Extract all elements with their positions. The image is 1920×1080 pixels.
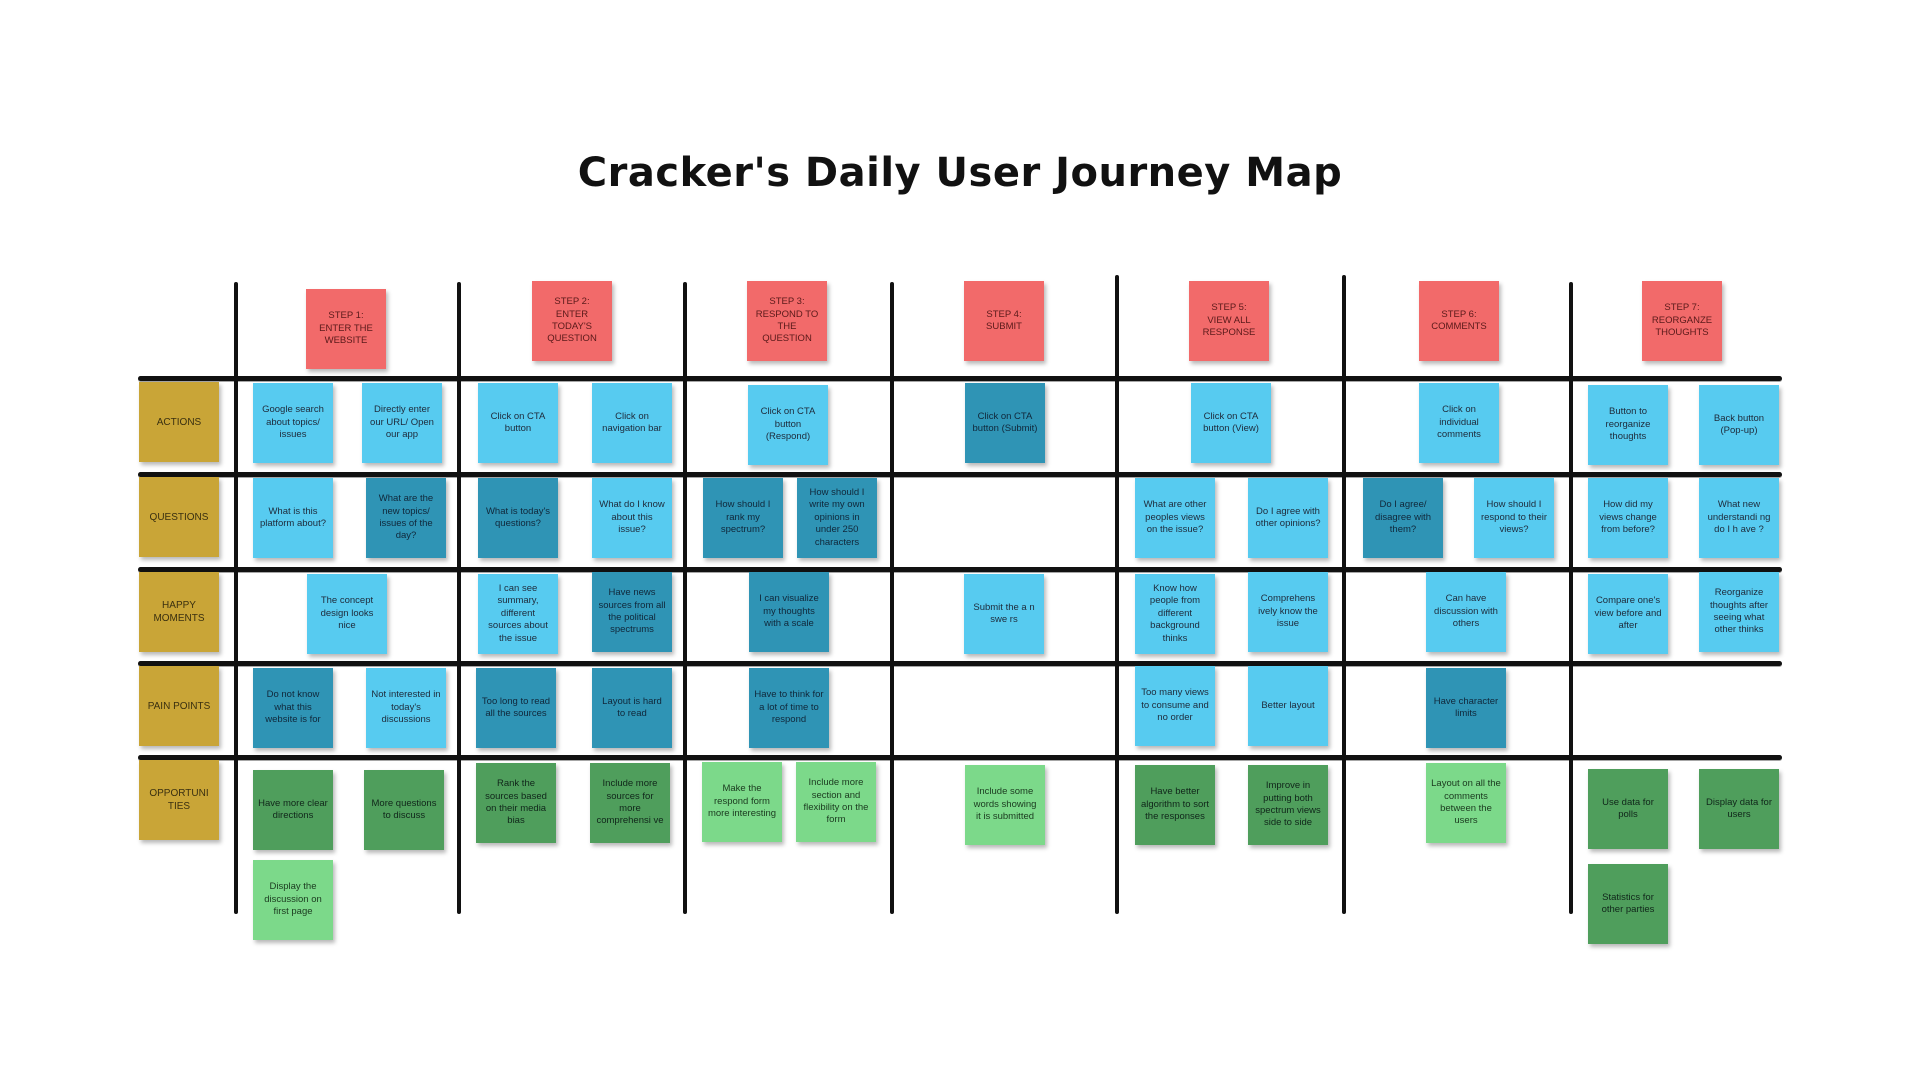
sticky-note: Not interested in today's discussions — [366, 668, 446, 748]
sticky-note: I can visualize my thoughts with a scale — [749, 572, 829, 652]
grid-line-vertical — [1342, 275, 1346, 914]
sticky-note: Have character limits — [1426, 668, 1506, 748]
sticky-note: Use data for polls — [1588, 769, 1668, 849]
grid-line-horizontal — [138, 472, 1782, 477]
sticky-note: Have better algorithm to sort the respon… — [1135, 765, 1215, 845]
row-label-pain-points: PAIN POINTS — [139, 666, 219, 746]
sticky-note: What is this platform about? — [253, 478, 333, 558]
sticky-note: Include more sources for more comprehens… — [590, 763, 670, 843]
sticky-note: How should I write my own opinions in un… — [797, 478, 877, 558]
sticky-note: Too many views to consume and no order — [1135, 666, 1215, 746]
sticky-note: Display data for users — [1699, 769, 1779, 849]
sticky-note: Better layout — [1248, 666, 1328, 746]
sticky-note: Directly enter our URL/ Open our app — [362, 383, 442, 463]
sticky-note: Have to think for a lot of time to respo… — [749, 668, 829, 748]
sticky-note: More questions to discuss — [364, 770, 444, 850]
grid-line-vertical — [683, 282, 687, 914]
sticky-note: Have news sources from all the political… — [592, 572, 672, 652]
row-label-opportunities: OPPORTUNI TIES — [139, 760, 219, 840]
row-label-happy-moments: HAPPY MOMENTS — [139, 572, 219, 652]
grid-line-vertical — [1115, 275, 1119, 914]
sticky-note: Too long to read all the sources — [476, 668, 556, 748]
step-5-header: STEP 5:VIEW ALL RESPONSE — [1189, 281, 1269, 361]
sticky-note: Rank the sources based on their media bi… — [476, 763, 556, 843]
sticky-note: Statistics for other parties — [1588, 864, 1668, 944]
sticky-note: What are the new topics/ issues of the d… — [366, 478, 446, 558]
sticky-note: Click on CTA button (Respond) — [748, 385, 828, 465]
row-label-actions: ACTIONS — [139, 382, 219, 462]
grid-line-horizontal — [138, 376, 1782, 381]
sticky-note: I can see summary, different sources abo… — [478, 574, 558, 654]
grid-line-horizontal — [138, 755, 1782, 760]
grid-line-horizontal — [138, 567, 1782, 572]
sticky-note: Can have discussion with others — [1426, 572, 1506, 652]
step-4-header: STEP 4:SUBMIT — [964, 281, 1044, 361]
sticky-note: Click on individual comments — [1419, 383, 1499, 463]
step-6-header: STEP 6:COMMENTS — [1419, 281, 1499, 361]
sticky-note: Layout on all the comments between the u… — [1426, 763, 1506, 843]
sticky-note: How should I rank my spectrum? — [703, 478, 783, 558]
grid-line-vertical — [1569, 282, 1573, 914]
sticky-note: Comprehens ively know the issue — [1248, 572, 1328, 652]
sticky-note: Click on CTA button (Submit) — [965, 383, 1045, 463]
sticky-note: How did my views change from before? — [1588, 478, 1668, 558]
sticky-note: Do not know what this website is for — [253, 668, 333, 748]
grid-line-vertical — [890, 282, 894, 914]
sticky-note: Include some words showing it is submitt… — [965, 765, 1045, 845]
sticky-note: Do I agree with other opinions? — [1248, 478, 1328, 558]
sticky-note: What do I know about this issue? — [592, 478, 672, 558]
grid-line-vertical — [234, 282, 238, 914]
grid-line-horizontal — [138, 661, 1782, 666]
sticky-note: What new understandi ng do I h ave ? — [1699, 478, 1779, 558]
sticky-note: The concept design looks nice — [307, 574, 387, 654]
step-1-header: STEP 1:ENTER THE WEBSITE — [306, 289, 386, 369]
sticky-note: Submit the a n swe rs — [964, 574, 1044, 654]
sticky-note: Back button (Pop-up) — [1699, 385, 1779, 465]
sticky-note: Include more section and flexibility on … — [796, 762, 876, 842]
sticky-note: Click on CTA button (View) — [1191, 383, 1271, 463]
sticky-note: Make the respond form more interesting — [702, 762, 782, 842]
sticky-note: Layout is hard to read — [592, 668, 672, 748]
sticky-note: Know how people from different backgroun… — [1135, 574, 1215, 654]
step-3-header: STEP 3:RESPOND TO THE QUESTION — [747, 281, 827, 361]
row-label-questions: QUESTIONS — [139, 477, 219, 557]
step-7-header: STEP 7:REORGANZE THOUGHTS — [1642, 281, 1722, 361]
sticky-note: Have more clear directions — [253, 770, 333, 850]
sticky-note: Google search about topics/ issues — [253, 383, 333, 463]
sticky-note: How should I respond to their views? — [1474, 478, 1554, 558]
page-title: Cracker's Daily User Journey Map — [577, 150, 1343, 196]
grid-line-vertical — [457, 282, 461, 914]
step-2-header: STEP 2:ENTER TODAY'S QUESTION — [532, 281, 612, 361]
sticky-note: Display the discussion on first page — [253, 860, 333, 940]
sticky-note: Improve in putting both spectrum views s… — [1248, 765, 1328, 845]
sticky-note: Click on navigation bar — [592, 383, 672, 463]
sticky-note: Click on CTA button — [478, 383, 558, 463]
sticky-note: Button to reorganize thoughts — [1588, 385, 1668, 465]
sticky-note: Reorganize thoughts after seeing what ot… — [1699, 572, 1779, 652]
sticky-note: What is today's questions? — [478, 478, 558, 558]
sticky-note: Compare one's view before and after — [1588, 574, 1668, 654]
sticky-note: Do I agree/ disagree with them? — [1363, 478, 1443, 558]
sticky-note: What are other peoples views on the issu… — [1135, 478, 1215, 558]
